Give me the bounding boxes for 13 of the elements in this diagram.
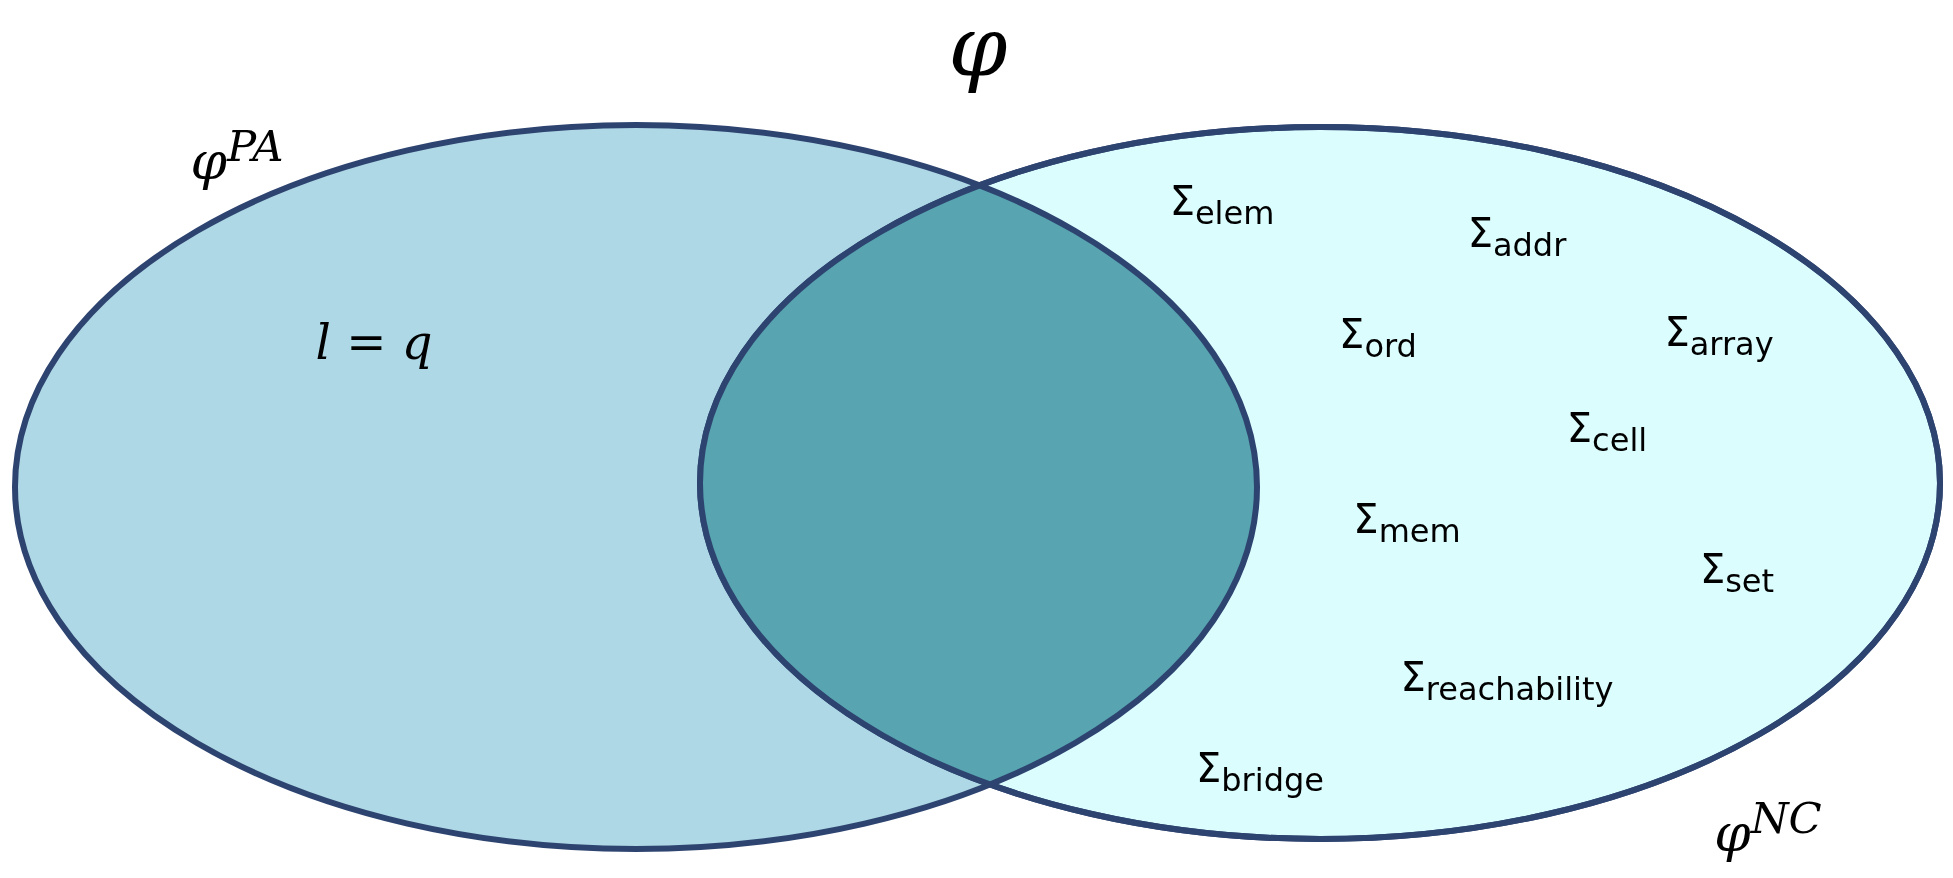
formula-symbol: φ <box>948 0 1008 95</box>
sigma-term: Σ$_{elem}$ <box>1169 178 1275 232</box>
set-name: φ$^{NC}$ <box>1714 792 1822 864</box>
sigma-term: Σ$_{set}$ <box>1699 546 1775 600</box>
sigma-term: Σ$_{addr}$ <box>1467 210 1567 264</box>
sigma-term: Σ$_{mem}$ <box>1353 496 1461 550</box>
sigma-term: Σ$_{cell}$ <box>1566 405 1648 459</box>
sigma-term: Σ$_{ord}$ <box>1339 311 1417 365</box>
sigma-term: Σ$_{array}$ <box>1664 309 1774 363</box>
formula-text: l = q <box>315 314 433 370</box>
sigma-term: Σ$_{bridge}$ <box>1196 745 1324 799</box>
sigma-term: Σ$_{reachability}$ <box>1400 654 1614 708</box>
set-name: φ$^{PA}$ <box>190 120 284 192</box>
